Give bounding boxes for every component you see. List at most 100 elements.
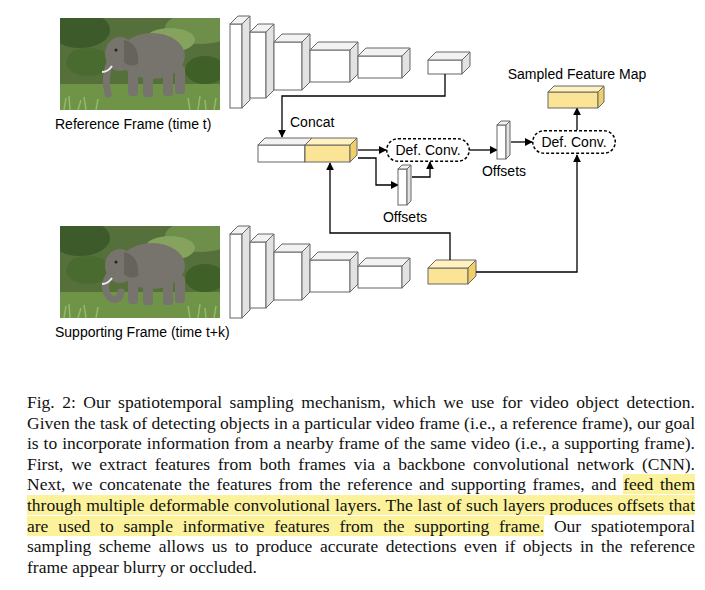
reference-photo: [185, 56, 220, 84]
reference-photo: [128, 66, 138, 96]
supporting-photo: [102, 243, 185, 305]
supporting-photo: [64, 304, 216, 318]
backbone-cnn: [266, 234, 274, 308]
supporting-photo: [60, 226, 110, 256]
feature-block-shape: [258, 138, 358, 162]
backbone-cnn: [358, 48, 410, 56]
reference-photo: [60, 18, 220, 110]
backbone-cnn: [230, 16, 470, 108]
offset-block-shape: [398, 165, 412, 205]
backbone-cnn: [402, 48, 410, 78]
reference-photo: [175, 66, 185, 94]
backbone-cnn: [242, 16, 250, 108]
backbone-cnn: [230, 24, 242, 108]
supporting-photo: [106, 274, 122, 300]
backbone-cnn: [266, 24, 274, 98]
flow-arrow: [358, 149, 386, 150]
frame-label: Supporting Frame (time t+k): [55, 324, 230, 340]
dashed-outline: [387, 139, 470, 162]
supporting-photo: [60, 292, 220, 318]
flow-arrow: [358, 158, 398, 185]
backbone-cnn: [242, 226, 250, 318]
reference-photo: [163, 70, 173, 96]
feature-wire: [330, 163, 450, 260]
offset-block: Offsets: [497, 121, 511, 159]
backbone-cnn: [358, 266, 402, 288]
backbone-cnn: [310, 260, 350, 292]
backbone-cnn: [358, 56, 402, 78]
supporting-photo: [143, 280, 153, 305]
frame-label: Reference Frame (time t): [55, 116, 211, 132]
supporting-photo: [163, 280, 173, 305]
reference-photo: [143, 70, 153, 97]
backbone-cnn: [468, 260, 476, 284]
block-face: [350, 138, 357, 162]
supporting-photo: [175, 276, 185, 303]
block-face: [407, 165, 411, 205]
deform-conv: Def. Conv.: [386, 138, 470, 162]
reference-photo: [64, 96, 216, 110]
block-face: [548, 86, 604, 92]
block-label: Concat: [290, 114, 334, 130]
photo-frame: Supporting Frame (time t+k): [60, 226, 220, 318]
block-face: [497, 125, 506, 159]
block-face: [305, 145, 350, 162]
supporting-photo: [185, 264, 220, 292]
figure-caption: Fig. 2: Our spatiotemporal sampling mech…: [27, 392, 695, 577]
reference-photo: [60, 18, 110, 48]
feature-wire: [282, 74, 577, 272]
backbone-cnn: [350, 252, 358, 292]
backbone-cnn: [462, 52, 470, 74]
feature-map-shape: [548, 86, 606, 108]
supporting-photo: [60, 226, 220, 318]
offset-block-shape: [497, 121, 511, 159]
backbone-cnn: [250, 242, 266, 308]
backbone-cnn: [230, 226, 410, 318]
reference-photo: [124, 40, 138, 66]
backbone-cnn: [250, 32, 266, 98]
block-face: [598, 86, 604, 108]
backbone-cnn: [310, 50, 350, 82]
supporting-photo: [124, 252, 138, 278]
dashed-outline: [533, 131, 616, 154]
backbone-cnn: [402, 258, 410, 288]
backbone-cnn: [230, 234, 242, 318]
supporting-photo: [128, 276, 138, 304]
reference-photo: [102, 33, 185, 97]
block-face: [398, 169, 407, 205]
supporting-photo: [115, 261, 118, 264]
block-face: [258, 145, 305, 162]
backbone-cnn: [230, 226, 476, 318]
reference-photo: [60, 84, 220, 110]
block-face: [258, 138, 312, 145]
feature-map: Sampled Feature Map: [548, 86, 606, 108]
block-face: [506, 121, 510, 159]
layer-label: Def. Conv.: [386, 138, 470, 162]
backbone-cnn: [302, 34, 310, 90]
layer-label: Def. Conv.: [532, 130, 616, 154]
block-label: Sampled Feature Map: [508, 66, 647, 82]
feature-wire: [282, 74, 445, 137]
feature-wire: [476, 155, 577, 272]
flow-arrow: [576, 108, 577, 130]
block-face: [305, 138, 357, 145]
flow-arrow: [511, 141, 532, 142]
reference-photo: [102, 66, 112, 72]
reference-photo: [106, 62, 110, 94]
backbone-cnn: [358, 258, 410, 266]
backbone-cnn: [274, 252, 302, 300]
backbone-cnn: [428, 60, 462, 74]
supporting-photo: [102, 278, 112, 284]
flow-arrow: [470, 149, 497, 150]
reference-photo: [115, 49, 118, 52]
flow-arrow: [412, 162, 430, 177]
photo-frame: Reference Frame (time t): [60, 18, 220, 110]
backbone-cnn: [302, 244, 310, 300]
backbone-cnn: [428, 268, 468, 284]
feature-block: Concat: [258, 138, 358, 162]
deform-conv: Def. Conv.: [532, 130, 616, 154]
block-label: Offsets: [383, 209, 427, 225]
backbone-cnn: [274, 42, 302, 90]
block-label: Offsets: [482, 163, 526, 179]
